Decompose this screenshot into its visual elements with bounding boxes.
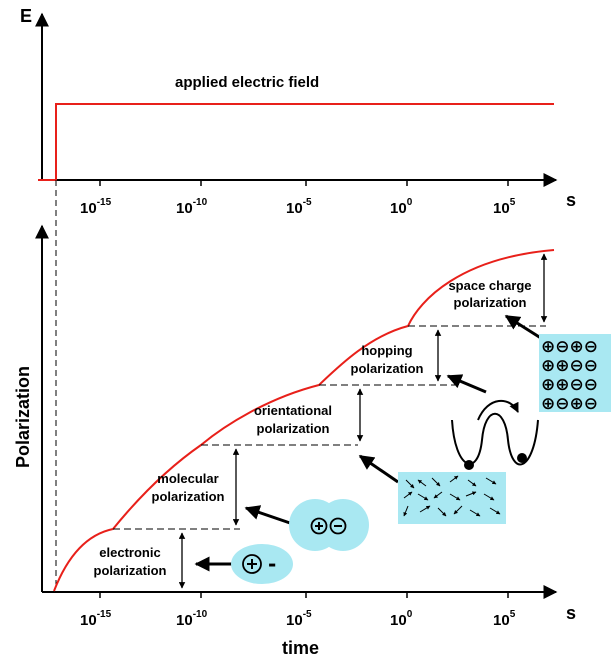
hopping-label-1: hopping xyxy=(361,343,412,358)
electronic-illustration: - xyxy=(194,544,293,584)
orientational-label-2: polarization xyxy=(257,421,330,436)
step-arrows xyxy=(178,253,548,589)
bottom-tick-label: 10-15 xyxy=(80,609,112,629)
hopping-particle-right xyxy=(517,453,527,463)
bottom-x-axis-label: time xyxy=(282,638,319,658)
top-ticks xyxy=(99,180,509,186)
top-tick-labels: 10-15 10-10 10-5 100 105 xyxy=(80,197,516,217)
applied-field-label: applied electric field xyxy=(175,74,319,91)
bottom-tick-label: 105 xyxy=(493,609,516,629)
hopping-particle-left xyxy=(464,460,474,470)
molecule-minus-circle xyxy=(329,517,347,535)
orientational-label-1: orientational xyxy=(254,403,332,418)
molecular-label-1: molecular xyxy=(157,471,218,486)
electron-minus-sign: - xyxy=(268,552,276,576)
charge-row-1: ⊕⊖⊕⊖ xyxy=(541,337,598,357)
space-charge-illustration: ⊕⊖⊕⊖ ⊕⊕⊖⊖ ⊕⊕⊖⊖ ⊕⊖⊕⊖ xyxy=(504,314,611,414)
dipole-arrows xyxy=(403,475,501,517)
hopping-illustration xyxy=(446,374,539,470)
bottom-tick-label: 10-10 xyxy=(176,609,208,629)
atom-core-circle xyxy=(242,554,262,574)
molecule-right-blob xyxy=(317,499,369,551)
hopping-label-2: polarization xyxy=(351,361,424,376)
dipole-arrow xyxy=(417,479,427,487)
space-charge-label-2: polarization xyxy=(454,295,527,310)
top-y-axis-label: E xyxy=(20,6,32,26)
bottom-x-axis-unit: s xyxy=(566,603,576,623)
top-panel: E s applied electric field 10-15 10-10 1… xyxy=(20,6,576,217)
molecular-illustration xyxy=(244,499,369,551)
top-tick-label: 10-5 xyxy=(286,197,312,217)
bottom-tick-label: 10-5 xyxy=(286,609,312,629)
dipole-arrow xyxy=(433,491,443,499)
hopping-pointer-arrow xyxy=(446,374,487,394)
dipole-arrow xyxy=(485,477,497,485)
top-tick-label: 105 xyxy=(493,197,516,217)
dipole-arrow xyxy=(419,505,431,513)
dipole-arrow xyxy=(403,491,413,499)
dipole-arrow xyxy=(453,505,463,515)
electron-cloud xyxy=(231,544,293,584)
bottom-tick-labels: 10-15 10-10 10-5 100 105 xyxy=(80,609,516,629)
dipole-arrow xyxy=(449,493,461,501)
molecular-label-2: polarization xyxy=(152,489,225,504)
dipole-arrow xyxy=(489,507,501,515)
hop-arc-arrow xyxy=(477,399,519,421)
top-x-axis-unit: s xyxy=(566,190,576,210)
orientational-pointer-arrow xyxy=(358,454,399,484)
molecule-plus-circle xyxy=(310,517,328,535)
mechanism-labels: electronic polarization molecular polari… xyxy=(94,278,532,578)
top-tick-label: 10-15 xyxy=(80,197,112,217)
space-charge-box xyxy=(539,334,611,412)
dipole-arrow xyxy=(449,475,459,483)
dipole-arrow xyxy=(417,493,429,501)
applied-field-line xyxy=(38,103,554,181)
dipole-arrow xyxy=(437,507,447,517)
polarization-curve xyxy=(53,249,555,592)
dipole-arrow xyxy=(469,509,481,517)
dipole-arrow xyxy=(431,477,441,487)
dipole-arrow xyxy=(405,479,415,489)
space-charge-label-1: space charge xyxy=(448,278,531,293)
charge-row-4: ⊕⊖⊕⊖ xyxy=(541,394,598,414)
charge-row-2: ⊕⊕⊖⊖ xyxy=(541,356,598,376)
dipole-arrow xyxy=(483,493,495,501)
top-tick-label: 100 xyxy=(390,197,413,217)
molecular-pointer-arrow xyxy=(244,505,291,525)
charge-row-3: ⊕⊕⊖⊖ xyxy=(541,375,598,395)
top-tick-label: 10-10 xyxy=(176,197,208,217)
dipole-arrow xyxy=(467,479,477,487)
dipole-arrow xyxy=(403,505,409,517)
space-charge-pointer-arrow xyxy=(504,314,545,342)
bottom-ticks xyxy=(99,592,509,598)
dipole-arrow xyxy=(465,491,477,497)
electronic-label-2: polarization xyxy=(94,563,167,578)
electronic-label-1: electronic xyxy=(99,545,160,560)
bottom-panel: Polarization s time 10-15 10-10 10-5 100… xyxy=(13,224,611,658)
bottom-y-axis-label: Polarization xyxy=(13,366,33,468)
orientational-illustration xyxy=(358,454,506,524)
bottom-tick-label: 100 xyxy=(390,609,413,629)
